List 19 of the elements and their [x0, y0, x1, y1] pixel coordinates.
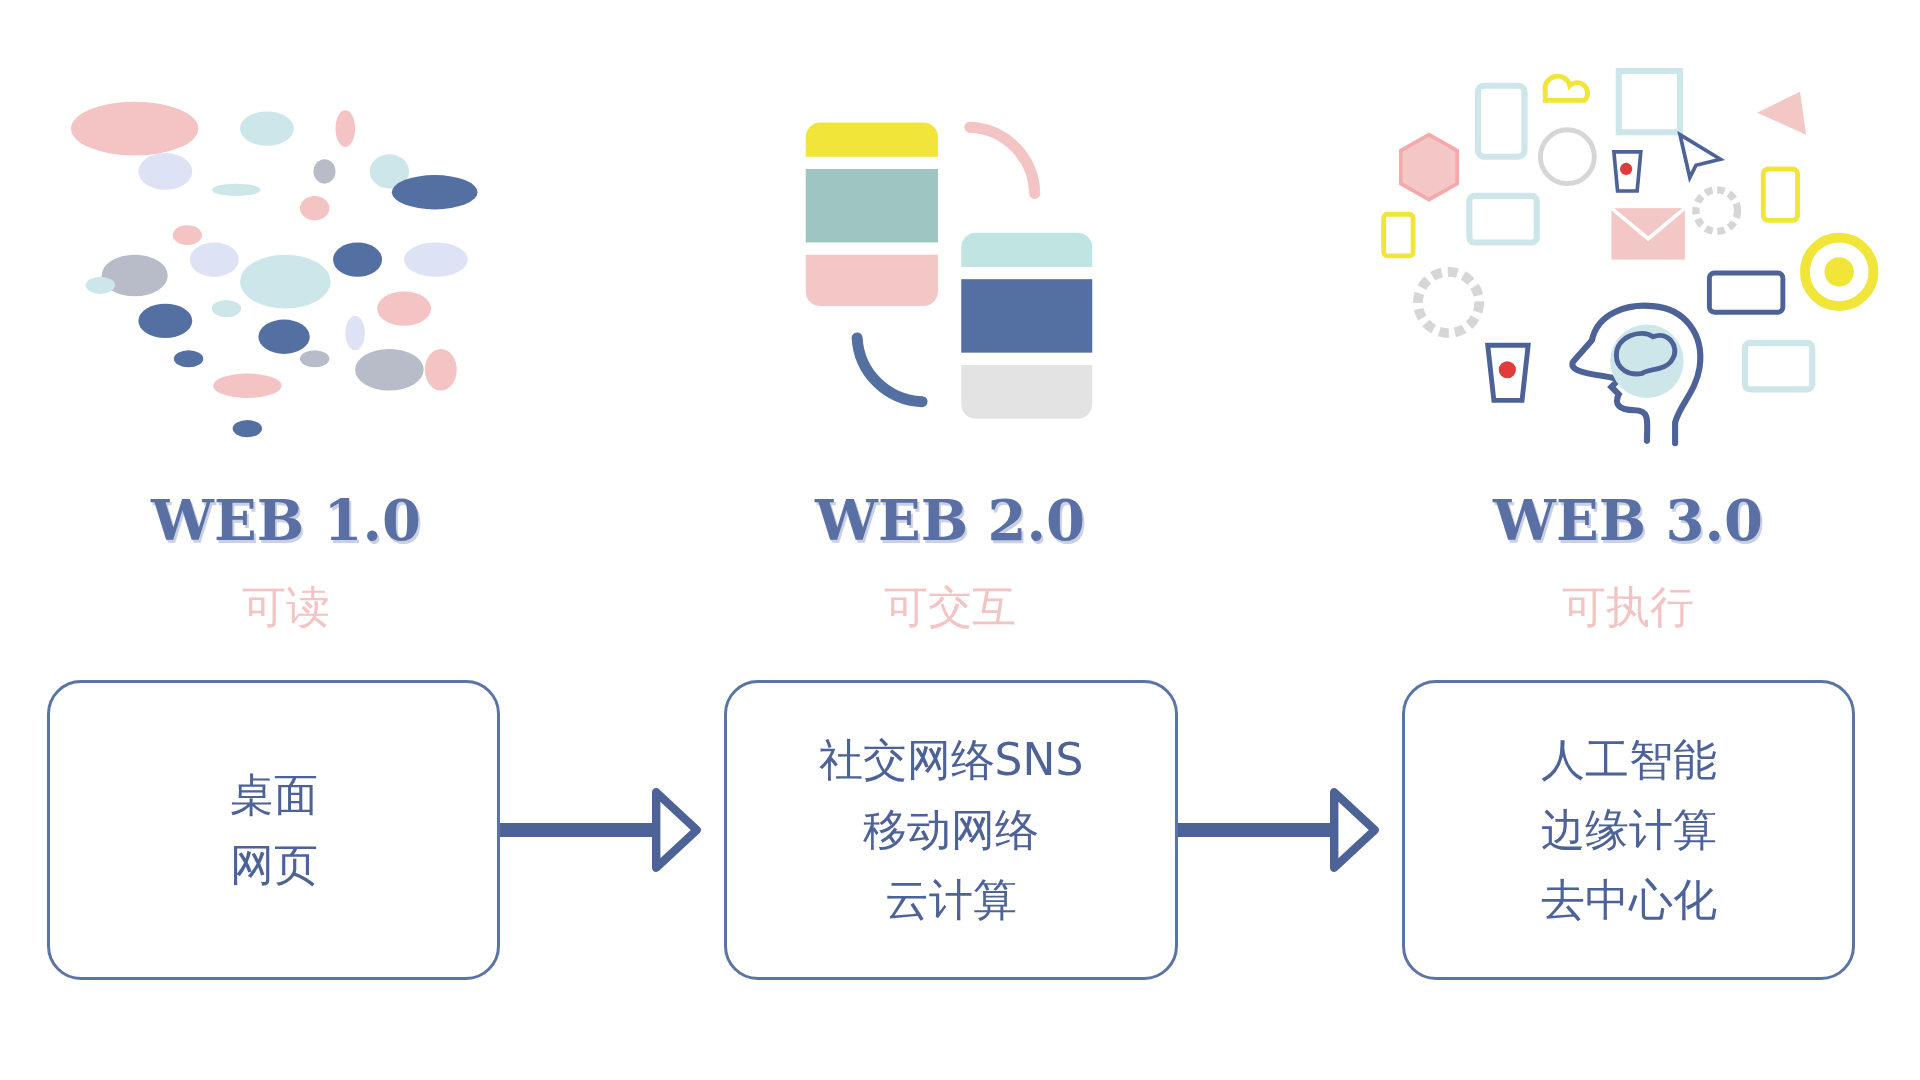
box-text: 云计算 — [885, 873, 1017, 927]
box-text: 人工智能 — [1540, 733, 1717, 787]
box-text: 边缘计算 — [1540, 803, 1717, 857]
era-title: WEB 3.0 — [1493, 487, 1763, 553]
box-text: 移动网络 — [863, 803, 1039, 857]
rounded-box — [47, 680, 500, 980]
box-text: 网页 — [229, 838, 318, 892]
era-subtitle: 可执行 — [1562, 580, 1694, 634]
era-title: WEB 2.0 — [815, 487, 1085, 553]
era-subtitle: 可读 — [242, 580, 330, 634]
rounded-box — [1402, 680, 1855, 980]
box-text: 桌面 — [229, 768, 318, 822]
box-text: 社交网络SNS — [818, 733, 1084, 787]
arrow — [1178, 788, 1379, 872]
arrow — [500, 788, 701, 872]
box-text: 去中心化 — [1540, 873, 1717, 927]
era-subtitle: 可交互 — [884, 580, 1016, 634]
era-title: WEB 1.0 — [151, 487, 421, 553]
rounded-box — [724, 680, 1178, 980]
